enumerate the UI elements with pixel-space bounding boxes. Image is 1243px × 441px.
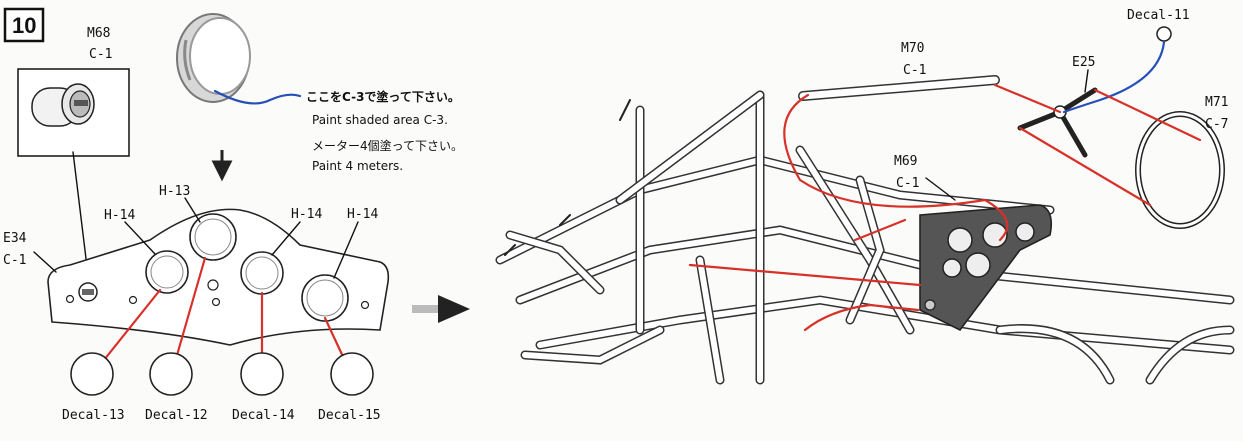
decal-11-circle — [1156, 26, 1172, 42]
right-arrow-icon — [438, 295, 470, 323]
meters-note-en: Paint 4 meters. — [312, 159, 403, 173]
m70-color: C-1 — [903, 63, 926, 78]
decal-12-circle — [149, 352, 193, 396]
h14-label-3: H-14 — [347, 207, 378, 222]
h14-label-2: H-14 — [291, 207, 322, 222]
step-number-box — [3, 7, 45, 43]
e25-label: E25 — [1072, 55, 1095, 70]
e34-color: C-1 — [3, 253, 26, 268]
m68-knob-part — [31, 83, 95, 127]
gauge-h14-1 — [145, 250, 189, 294]
step-number: 10 — [12, 13, 36, 38]
h14-label-1: H-14 — [104, 208, 135, 223]
decal-14-circle — [240, 352, 284, 396]
paint-note-jp: ここをC-3で塗って下さい。 — [306, 89, 460, 104]
m70-rod — [798, 75, 1000, 101]
paint-note-en: Paint shaded area C-3. — [312, 113, 448, 127]
gauge-h13 — [189, 213, 237, 261]
decal-15-circle — [330, 352, 374, 396]
decal-13-circle — [70, 352, 114, 396]
decal-label-15: Decal-15 — [318, 408, 381, 423]
gauge-h14-3 — [301, 274, 349, 322]
m71-color: C-7 — [1205, 117, 1228, 132]
e25-spider — [1017, 87, 1098, 158]
decal-label-13: Decal-13 — [62, 408, 125, 423]
m68-color: C-1 — [89, 47, 112, 62]
decal-label-12: Decal-12 — [145, 408, 208, 423]
m68-label: M68 — [87, 26, 110, 41]
meters-note-jp: メーター4個塗って下さい。 — [312, 138, 463, 153]
decal-11-label: Decal-11 — [1127, 8, 1190, 23]
m69-color: C-1 — [896, 176, 919, 191]
e34-label: E34 — [3, 231, 27, 246]
dashboard-panel — [47, 208, 390, 346]
gauge-h14-2 — [240, 251, 284, 295]
m70-label: M70 — [901, 41, 924, 56]
e34-switch — [78, 282, 98, 302]
m69-label: M69 — [894, 154, 917, 169]
down-arrow-icon — [211, 150, 233, 182]
h13-label: H-13 — [159, 184, 190, 199]
gauge-bezel-part — [176, 13, 251, 103]
decal-label-14: Decal-14 — [232, 408, 295, 423]
chassis-frame — [495, 90, 1235, 385]
m71-label: M71 — [1205, 95, 1228, 110]
